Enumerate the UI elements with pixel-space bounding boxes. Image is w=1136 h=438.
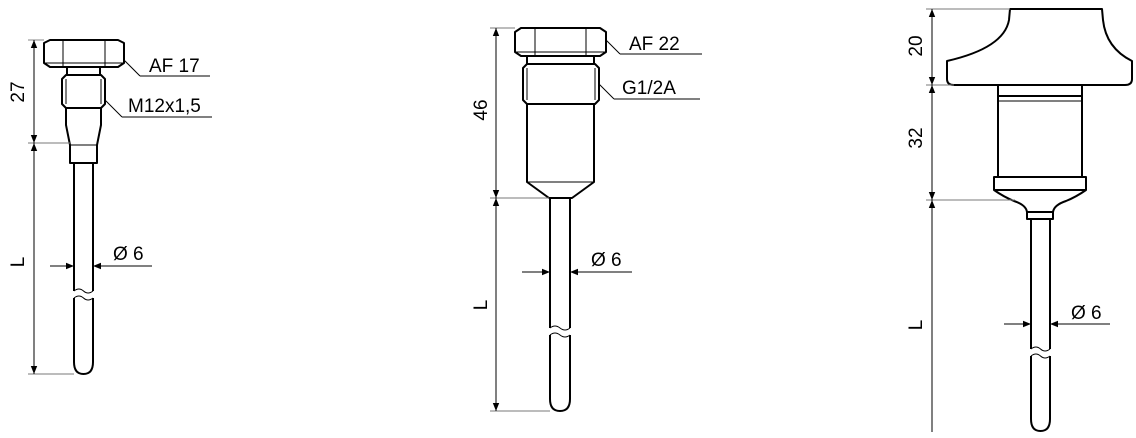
probe-2-insertion-dim: L: [471, 300, 492, 311]
probe-1-hex-nut: [43, 39, 125, 68]
probe-3-body-dim: 32: [906, 127, 927, 148]
probe-3-stem: [1030, 219, 1051, 432]
probe-3-flange: [946, 8, 1133, 86]
probe-3-insertion-dim: L: [906, 320, 927, 331]
probe-2-thread-label: G1/2A: [622, 78, 676, 99]
probe-2-hex-label: AF 22: [629, 34, 680, 55]
probe-1-thread: [61, 67, 106, 109]
probe-1-length-dim: 27: [8, 81, 29, 102]
probe-3-flange-dim: 20: [906, 35, 927, 56]
probe-1-thread-label: M12x1,5: [128, 96, 201, 117]
probe-1: 27 L AF 17 M12x1,5 Ø 6: [8, 39, 212, 375]
probe-1-insertion-dim: L: [8, 257, 29, 268]
probe-2-length-dim: 46: [471, 99, 492, 120]
probe-2-stem: [549, 198, 571, 412]
probe-1-stem: [73, 163, 94, 375]
probe-1-body: [65, 108, 102, 164]
probe-3-diameter-label: Ø 6: [1071, 303, 1102, 324]
probe-2-diameter-label: Ø 6: [591, 250, 622, 271]
probe-2: 46 L AF 22 G1/2A Ø 6: [471, 27, 702, 412]
probe-2-body: [526, 104, 595, 199]
probe-3: 20 32 L Ø 6: [906, 8, 1133, 432]
probe-2-thread: [522, 56, 600, 105]
probe-1-hex-label: AF 17: [149, 56, 200, 77]
probe-2-hex-nut: [514, 27, 607, 57]
probe-3-body: [993, 96, 1087, 220]
probe-1-diameter-label: Ø 6: [113, 244, 144, 265]
